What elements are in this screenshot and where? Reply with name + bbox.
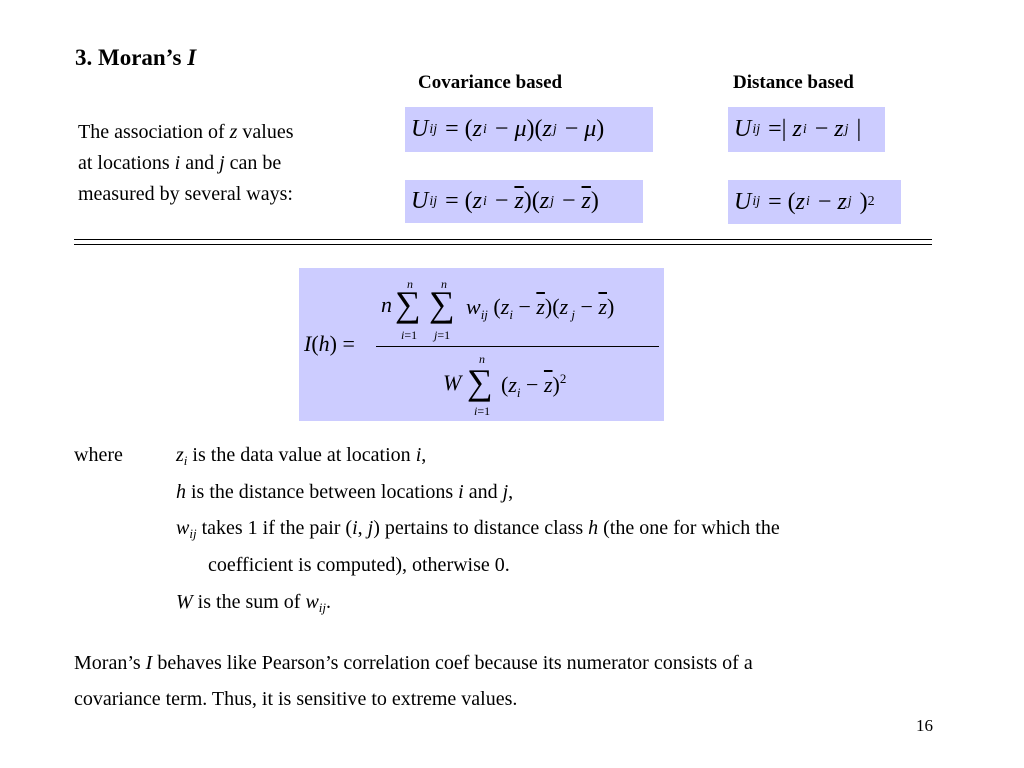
morans-i-formula <box>299 268 664 421</box>
definition-W: W is the sum of wij. <box>176 591 332 615</box>
definition-h: h is the distance between locations i an… <box>176 481 514 503</box>
intro-text: The association of z values at locations… <box>78 121 294 205</box>
sum-symbol-j: ∑ <box>429 284 455 324</box>
where-label: where <box>74 444 123 466</box>
slide-title: 3. Moran’s I <box>75 45 197 70</box>
formula-lhs: I(h) = <box>304 331 355 356</box>
distance-header: Distance based <box>733 72 854 93</box>
conclusion-line-2: covariance term. Thus, it is sensitive t… <box>74 688 518 710</box>
formula-denominator: (zi − z)2 <box>501 371 567 400</box>
divider-line-top <box>74 239 932 240</box>
conclusion-line-1: Moran’s I behaves like Pearson’s correla… <box>74 652 753 674</box>
fraction-bar <box>376 346 659 347</box>
sum-symbol-i: ∑ <box>395 284 421 324</box>
definition-z: zi is the data value at location i, <box>176 444 427 468</box>
definition-w-continued: coefficient is computed), otherwise 0. <box>208 554 510 576</box>
covariance-header: Covariance based <box>418 72 563 93</box>
divider-line-bottom <box>74 244 932 245</box>
page-number: 16 <box>916 716 933 735</box>
definition-w: wij takes 1 if the pair (i, j) pertains … <box>176 517 780 541</box>
sum-symbol-denominator: ∑ <box>467 362 493 402</box>
formula-numerator: wij (zi − z)(z j − z) <box>466 294 615 322</box>
